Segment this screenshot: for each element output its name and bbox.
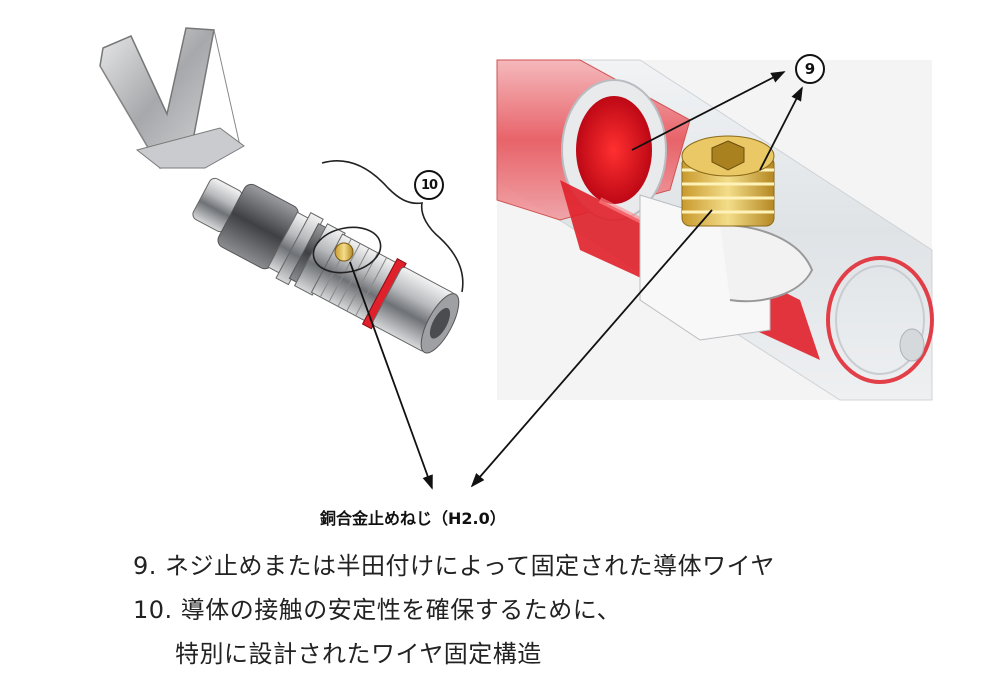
- caption-line-9: 9. ネジ止めまたは半田付けによって固定された導体ワイヤ: [133, 552, 775, 580]
- arrow-9-to-screw: [759, 86, 803, 171]
- brass-set-screw: [681, 135, 775, 227]
- caption-line-10-continued: 特別に設計されたワイヤ固定構造: [175, 640, 542, 668]
- wire-fixing-bracket: [321, 160, 464, 293]
- caption-line-10: 10. 導体の接触の安定性を確保するために、: [133, 596, 622, 624]
- callout-badge-9: 9: [795, 54, 825, 84]
- arrow-screw-to-label-left: [349, 261, 433, 490]
- callout-badge-10: 10: [414, 170, 444, 200]
- set-screw-label: 銅合金止めねじ（H2.0）: [320, 509, 506, 528]
- spade-plug-illustration: [99, 27, 464, 354]
- set-screw-head: [334, 242, 354, 262]
- screw-highlight-circle: [312, 226, 382, 274]
- arrow-9-to-core: [631, 71, 786, 151]
- cutaway-closeup: [496, 59, 934, 401]
- arrow-screw-to-label-right: [470, 209, 713, 488]
